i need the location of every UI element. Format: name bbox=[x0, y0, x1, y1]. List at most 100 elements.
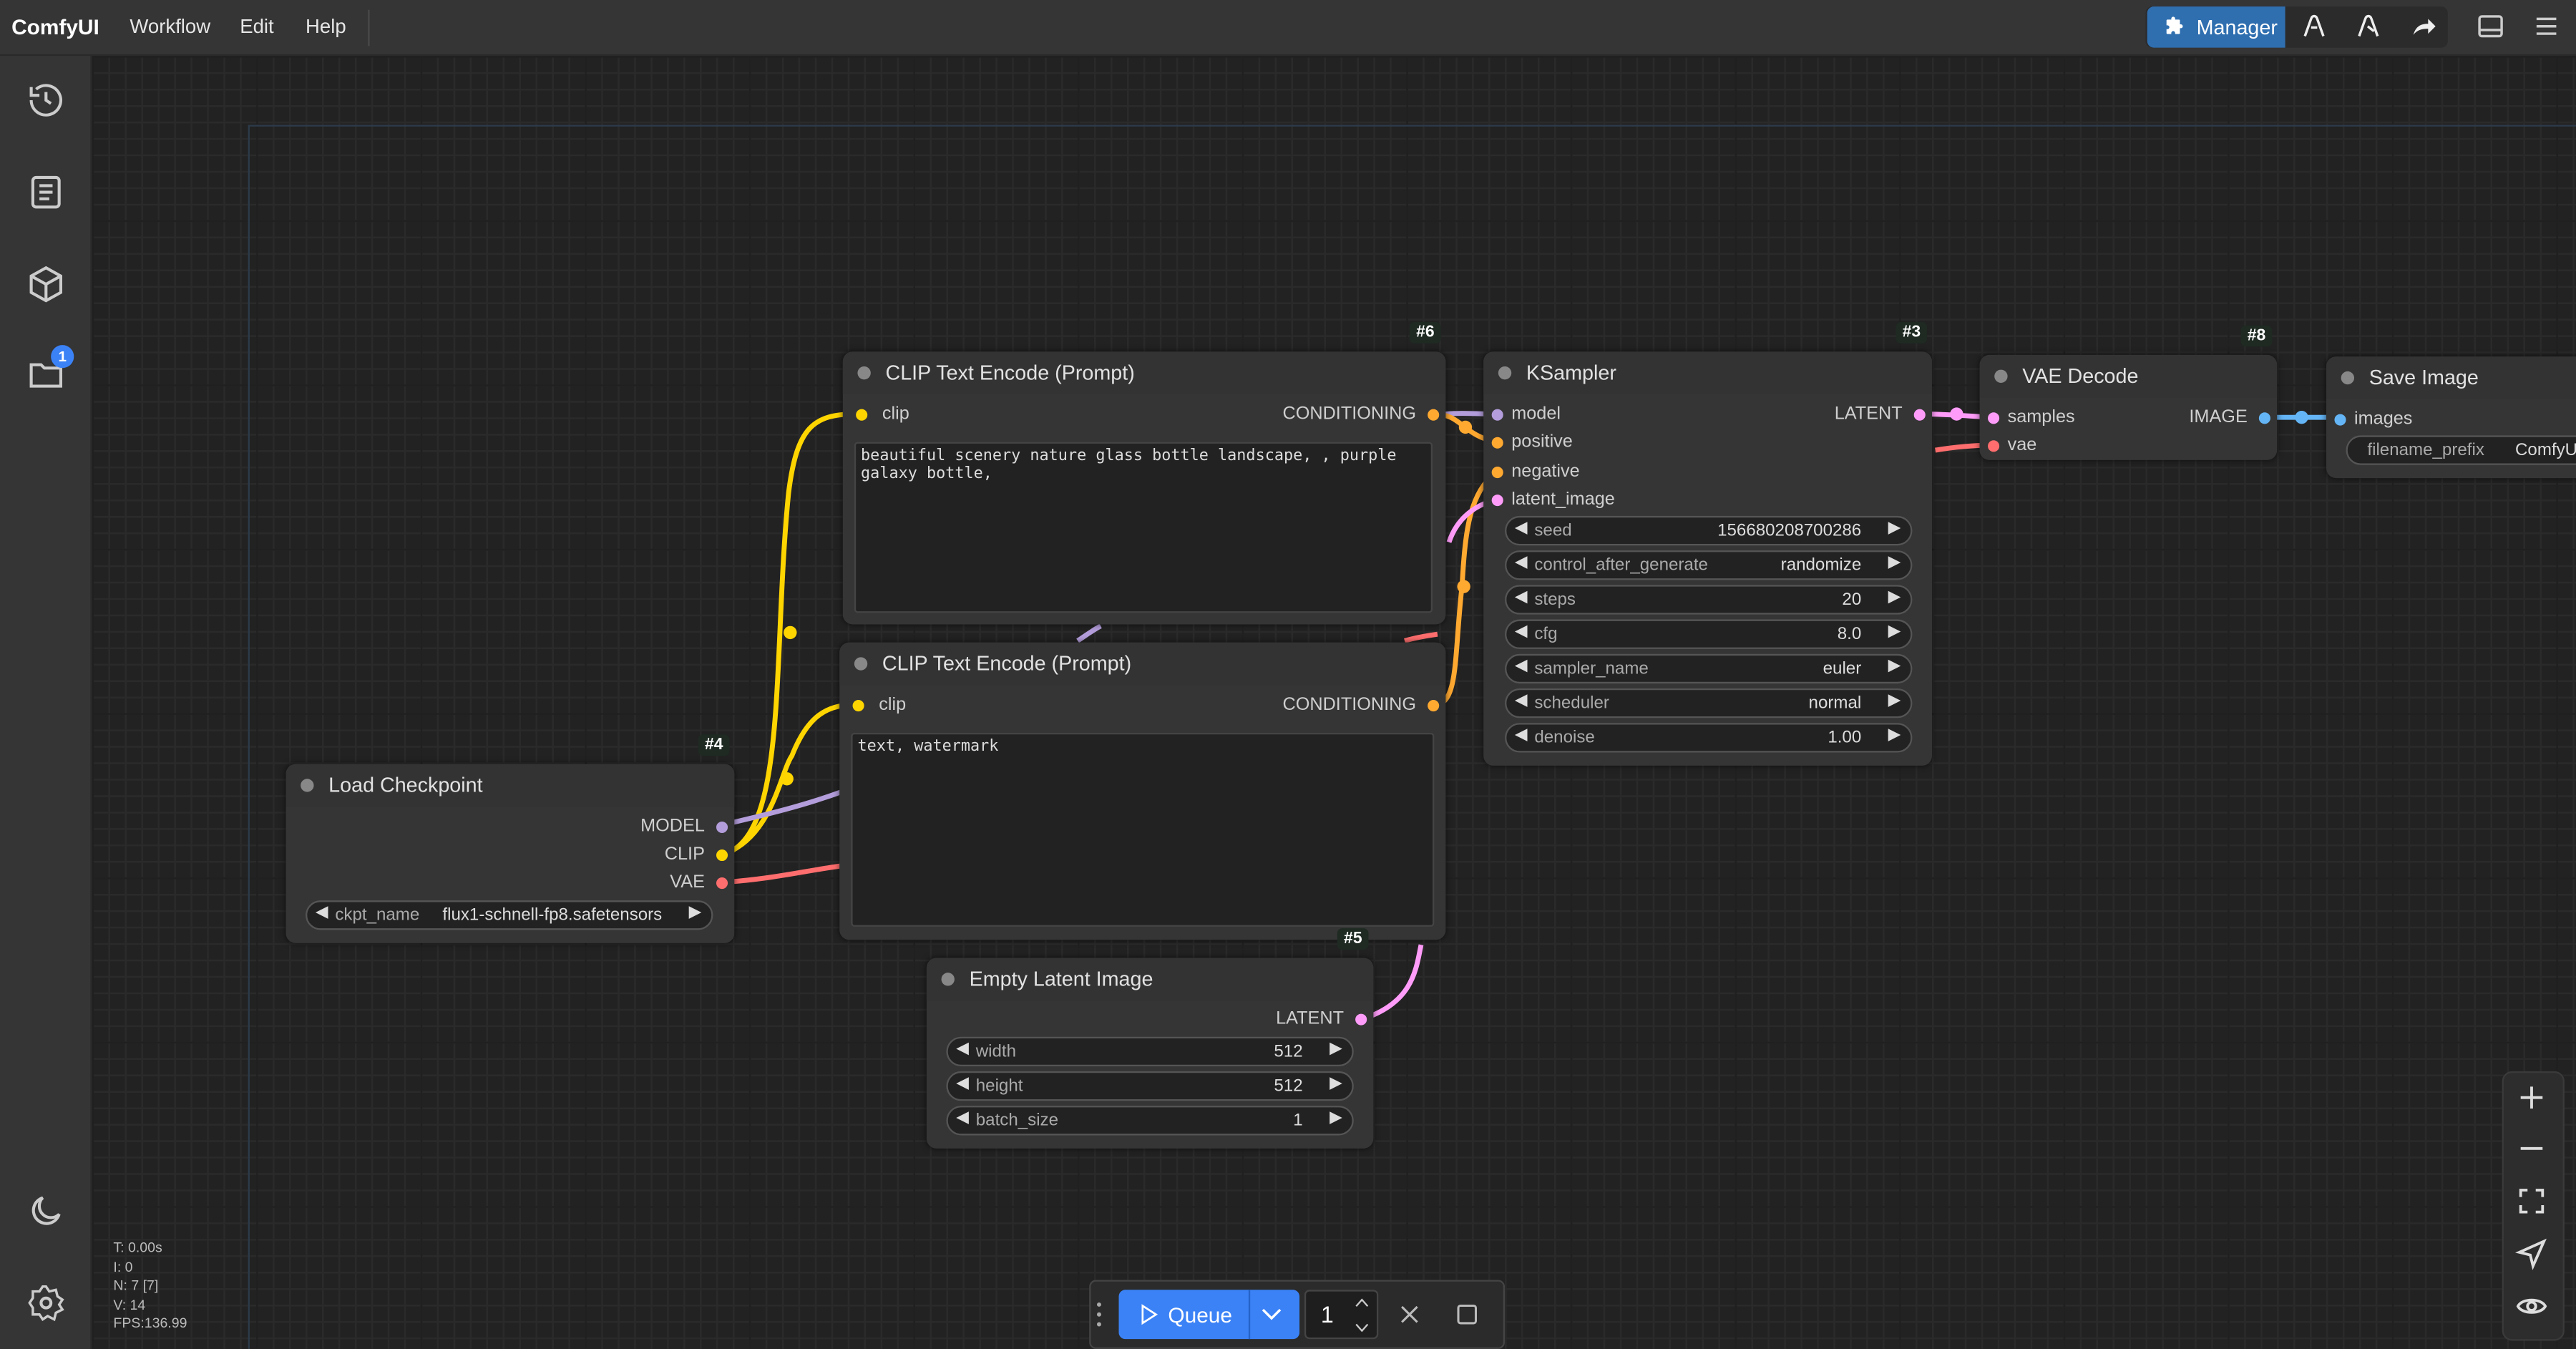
model-cube-icon[interactable] bbox=[26, 265, 66, 304]
decrement-icon[interactable]: ◀ bbox=[1514, 553, 1528, 572]
output-slot-image[interactable]: IMAGE bbox=[2189, 407, 2270, 427]
decrement-icon[interactable]: ◀ bbox=[315, 903, 328, 922]
decrement-icon[interactable]: ◀ bbox=[1514, 657, 1528, 676]
node-ksampler[interactable]: KSampler model positive negative latent_… bbox=[1483, 351, 1932, 766]
workflows-folder-icon[interactable] bbox=[26, 355, 66, 394]
decrement-icon[interactable]: ◀ bbox=[1514, 588, 1528, 607]
menu-edit[interactable]: Edit bbox=[240, 14, 274, 38]
menu-workflow[interactable]: Workflow bbox=[130, 14, 211, 38]
input-slot-negative[interactable]: negative bbox=[1491, 462, 1580, 482]
node-vae-decode[interactable]: VAE Decode samples vae IMAGE bbox=[1979, 354, 2278, 460]
node-title-bar[interactable]: Load Checkpoint bbox=[286, 764, 735, 807]
decrement-icon[interactable]: ◀ bbox=[1514, 726, 1528, 745]
node-load-checkpoint[interactable]: Load Checkpoint MODEL CLIP VAE ◀ckpt_nam… bbox=[286, 764, 735, 943]
decrement-icon[interactable]: ◀ bbox=[1514, 519, 1528, 537]
input-slot-model[interactable]: model bbox=[1491, 404, 1561, 424]
output-slot-clip[interactable]: CLIP bbox=[665, 844, 728, 865]
decrement-icon[interactable]: ◀ bbox=[956, 1040, 969, 1058]
queue-button[interactable]: Queue bbox=[1118, 1290, 1300, 1340]
decrement-icon[interactable] bbox=[1354, 1320, 1370, 1336]
fit-view-icon[interactable] bbox=[2515, 1184, 2548, 1217]
increment-icon[interactable]: ▶ bbox=[1888, 657, 1901, 676]
slot-label: clip bbox=[879, 695, 907, 715]
increment-icon[interactable]: ▶ bbox=[1330, 1109, 1342, 1127]
output-slot-vae[interactable]: VAE bbox=[670, 872, 728, 892]
node-title-bar[interactable]: VAE Decode bbox=[1979, 354, 2278, 398]
play-icon bbox=[1141, 1304, 1158, 1325]
menu-help[interactable]: Help bbox=[306, 14, 346, 38]
increment-icon[interactable] bbox=[1354, 1295, 1370, 1311]
increment-icon[interactable]: ▶ bbox=[688, 903, 702, 922]
hamburger-menu-icon[interactable] bbox=[2532, 11, 2561, 41]
node-title-bar[interactable]: Empty Latent Image bbox=[926, 958, 1374, 1001]
input-slot-images[interactable]: images bbox=[2334, 409, 2412, 429]
output-slot-conditioning[interactable]: CONDITIONING bbox=[1282, 404, 1440, 424]
clear-queue-icon[interactable] bbox=[1397, 1301, 1423, 1328]
node-status-dot bbox=[301, 779, 314, 792]
increment-icon[interactable]: ▶ bbox=[1888, 691, 1901, 710]
node-title: VAE Decode bbox=[2022, 364, 2139, 388]
input-slot-latent-image[interactable]: latent_image bbox=[1491, 490, 1615, 510]
zoom-out-icon[interactable] bbox=[2515, 1132, 2548, 1165]
increment-icon[interactable]: ▶ bbox=[1888, 726, 1901, 745]
node-title-bar[interactable]: CLIP Text Encode (Prompt) bbox=[839, 642, 1446, 686]
decrement-icon[interactable]: ◀ bbox=[1514, 691, 1528, 710]
input-slot-clip[interactable]: clip bbox=[856, 404, 909, 424]
toggle-links-eye-icon[interactable] bbox=[2515, 1290, 2548, 1323]
input-slot-vae[interactable]: vae bbox=[1988, 435, 2036, 455]
node-title-bar[interactable]: KSampler bbox=[1483, 351, 1932, 395]
increment-icon[interactable]: ▶ bbox=[1888, 553, 1901, 572]
increment-icon[interactable]: ▶ bbox=[1888, 623, 1901, 641]
input-slot-positive[interactable]: positive bbox=[1491, 432, 1573, 452]
node-clip-text-encode-positive[interactable]: CLIP Text Encode (Prompt) clip CONDITION… bbox=[842, 351, 1446, 625]
zoom-in-icon[interactable] bbox=[2515, 1081, 2548, 1114]
output-slot-latent[interactable]: LATENT bbox=[1276, 1009, 1367, 1028]
node-title-bar[interactable]: Save Image bbox=[2326, 356, 2576, 399]
history-icon[interactable] bbox=[26, 80, 66, 120]
increment-icon[interactable]: ▶ bbox=[1888, 519, 1901, 537]
settings-gear-icon[interactable] bbox=[26, 1283, 66, 1323]
input-slot-clip[interactable]: clip bbox=[852, 695, 907, 715]
stop-icon[interactable] bbox=[1454, 1301, 1480, 1328]
drag-handle-icon[interactable] bbox=[1094, 1300, 1104, 1329]
theme-moon-icon[interactable] bbox=[26, 1192, 66, 1231]
toggle-panel-icon[interactable] bbox=[2476, 11, 2505, 41]
batch-count-input[interactable]: 1 bbox=[1304, 1290, 1379, 1340]
select-mode-icon[interactable] bbox=[2515, 1237, 2548, 1270]
decrement-icon[interactable]: ◀ bbox=[1514, 623, 1528, 641]
increment-icon[interactable]: ▶ bbox=[1330, 1040, 1342, 1058]
increment-icon[interactable]: ▶ bbox=[1330, 1074, 1342, 1093]
prompt-textarea[interactable]: beautiful scenery nature glass bottle la… bbox=[854, 442, 1433, 613]
node-title-bar[interactable]: CLIP Text Encode (Prompt) bbox=[842, 351, 1446, 395]
output-slot-model[interactable]: MODEL bbox=[640, 817, 728, 837]
slot-label: LATENT bbox=[1834, 404, 1903, 424]
decrement-icon[interactable]: ◀ bbox=[956, 1074, 969, 1093]
output-slot-latent[interactable]: LATENT bbox=[1835, 404, 1926, 424]
node-library-icon[interactable] bbox=[26, 172, 66, 212]
share-icon[interactable] bbox=[2409, 11, 2438, 41]
input-slot-samples[interactable]: samples bbox=[1988, 407, 2075, 427]
chevron-down-icon[interactable] bbox=[1260, 1305, 1283, 1325]
node-clip-text-encode-negative[interactable]: CLIP Text Encode (Prompt) clip CONDITION… bbox=[839, 642, 1446, 940]
decrement-icon[interactable]: ◀ bbox=[956, 1109, 969, 1127]
model-download-icon[interactable] bbox=[2354, 11, 2384, 41]
output-slot-conditioning[interactable]: CONDITIONING bbox=[1282, 695, 1440, 715]
increment-icon[interactable]: ▶ bbox=[1888, 588, 1901, 607]
manager-button[interactable]: Manager bbox=[2147, 6, 2285, 48]
prompt-textarea[interactable]: text, watermark bbox=[851, 732, 1435, 927]
model-library-icon[interactable] bbox=[2300, 11, 2329, 41]
